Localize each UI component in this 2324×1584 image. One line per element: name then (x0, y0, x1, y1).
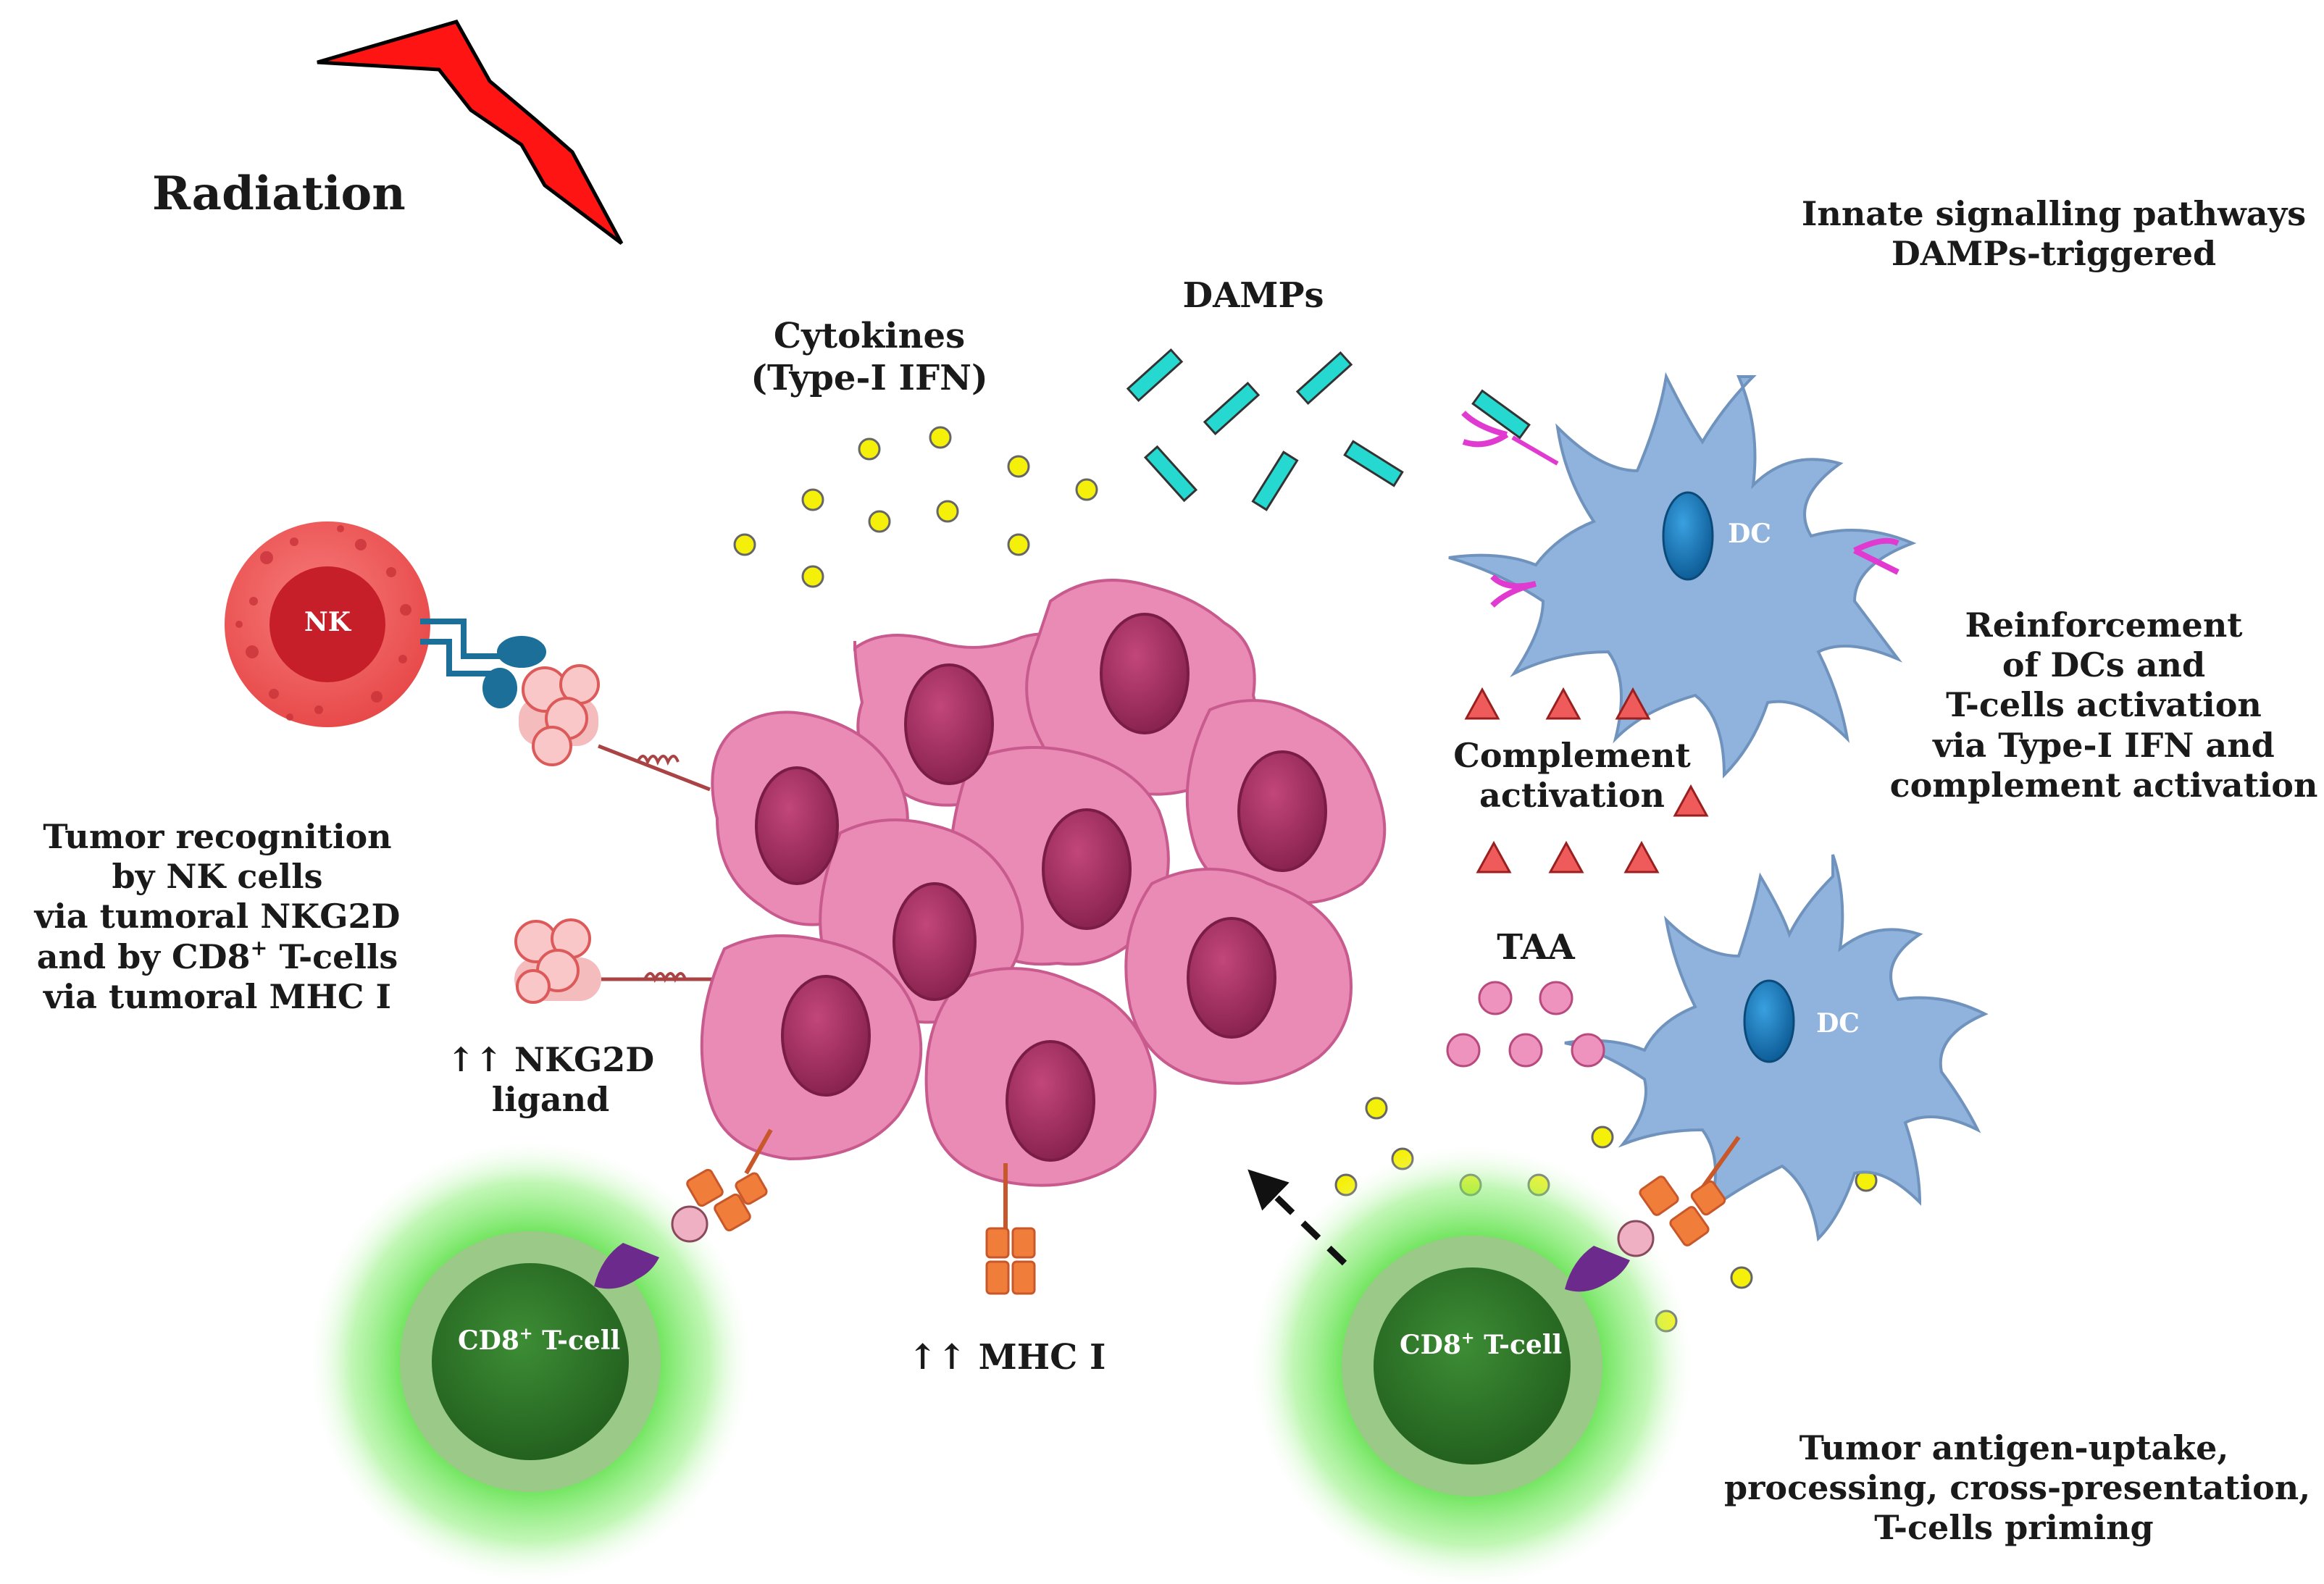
tumor-recognition-line-3: via tumoral NKG2D (34, 897, 401, 936)
t-cell-label-tcell: T-cell (542, 1325, 621, 1356)
reinforcement-line-4: via Type-I IFN and (1933, 725, 2275, 765)
nkg2d-line-1: ↑↑ NKG2D (446, 1040, 655, 1079)
tumor-recognition-line-5: via tumoral MHC I (43, 976, 392, 1016)
mhc-label: ↑↑ MHC I (908, 1337, 1106, 1378)
taa-label: TAA (1497, 927, 1575, 968)
cytokines-line-1: Cytokines (773, 316, 966, 356)
complement-icon (1464, 687, 1709, 873)
reinforcement-line-5: complement activation (1889, 765, 2318, 805)
t-cell-label-plus: + (519, 1324, 533, 1344)
tumor-recognition-line-2: by NK cells (112, 857, 323, 897)
tumor-recognition-line-4b: T-cells (267, 936, 398, 976)
nk-cell-label: NK (304, 607, 351, 637)
cytokines-line-2: (Type-I IFN) (751, 357, 988, 398)
t-cell-label-cd8: CD8 (458, 1325, 519, 1356)
antigen-line-3: T-cells priming (1874, 1508, 2154, 1548)
tumor-recognition-line-4-sup: + (250, 935, 268, 960)
complement-line-1: Complement (1453, 736, 1691, 775)
t-cell-receptor-icon (594, 1205, 1655, 1292)
dendritic-cell-icon (1448, 372, 1917, 779)
cytokines-label: Cytokines (Type-I IFN) (732, 316, 1007, 399)
reinforcement-line-2: of DCs and (2002, 645, 2206, 685)
reinforcement-label: Reinforcement of DCs and T-cells activat… (1884, 605, 2324, 805)
nkg2d-line-2: ligand (491, 1080, 610, 1120)
cd8-t-cell-icon (306, 1137, 755, 1584)
t-cell-label-left: CD8+ T-cell (458, 1324, 620, 1357)
t-cell-label-right: CD8+ T-cell (1400, 1328, 1562, 1361)
tumor-recognition-line-1: Tumor recognition (43, 817, 392, 856)
dc-label-upper: DC (1728, 519, 1771, 549)
reinforcement-line-3: T-cells activation (1946, 685, 2262, 725)
t-cell-label-plus: + (1460, 1328, 1475, 1348)
damps-label: DAMPs (1182, 275, 1324, 316)
antigen-line-1: Tumor antigen-uptake, (1799, 1428, 2229, 1467)
t-cell-label-tcell: T-cell (1484, 1330, 1563, 1360)
mhc-receptor-icon (686, 1128, 1741, 1295)
tumor-recognition-label: Tumor recognition by NK cells via tumora… (14, 817, 420, 1017)
antigen-line-2: processing, cross-presentation, (1724, 1468, 2311, 1508)
radiation-bolt-icon (317, 20, 624, 245)
arrow-icon (1247, 1169, 1347, 1266)
nkg2d-ligand-icon (514, 664, 729, 1004)
antigen-uptake-label: Tumor antigen-uptake, processing, cross-… (1724, 1428, 2311, 1549)
taa-icon (1446, 981, 1605, 1068)
damp-icon (1126, 348, 1531, 511)
dendritic-cell-icon (1564, 854, 1989, 1242)
reinforcement-line-1: Reinforcement (1965, 605, 2243, 645)
nkg2d-ligand-label: ↑↑ NKG2D ligand (420, 1040, 681, 1120)
cd8-t-cell-icon (1247, 1141, 1697, 1584)
innate-line-2: DAMPs-triggered (1891, 234, 2217, 274)
complement-line-2: activation (1479, 776, 1665, 816)
innate-line-1: Innate signalling pathways (1801, 194, 2307, 233)
complement-label: Complement activation (1434, 736, 1710, 816)
t-cell-label-cd8: CD8 (1400, 1330, 1461, 1360)
tumor-recognition-line-4a: and by CD8 (36, 936, 251, 976)
nk-cell-icon (225, 521, 546, 727)
innate-signalling-label: Innate signalling pathways DAMPs-trigger… (1789, 194, 2318, 274)
tumor-cell-icon (700, 579, 1387, 1187)
radiation-label: Radiation (152, 167, 406, 221)
dc-label-lower: DC (1816, 1008, 1860, 1039)
